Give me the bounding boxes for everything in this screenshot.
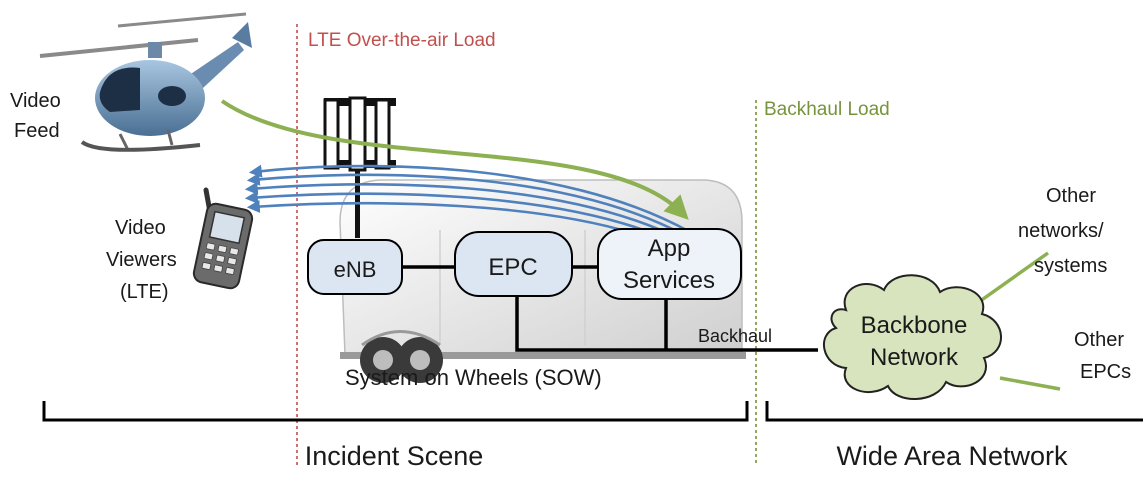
app-services-label-line1: App [648, 235, 691, 262]
epc-node [454, 231, 573, 297]
viewers-label-line2: Viewers [106, 249, 177, 271]
other-networks-label-line3: systems [1034, 255, 1107, 277]
enb-node [307, 239, 403, 295]
wide-area-network-label: Wide Area Network [836, 441, 1068, 471]
backbone-label-line2: Network [870, 344, 959, 371]
other-epcs-label-line1: Other [1074, 329, 1124, 351]
other-networks-label-line1: Other [1046, 185, 1096, 207]
cell-phone-icon [192, 187, 254, 290]
video-feed-arrow [220, 99, 689, 220]
viewers-label-line1: Video [115, 217, 166, 239]
enb-label: eNB [334, 257, 377, 282]
node-links [402, 265, 818, 352]
other-networks-label-line2: networks/ [1018, 220, 1104, 242]
video-feed-label-line1: Video [10, 90, 61, 112]
cloud-icon [823, 274, 1002, 400]
antenna-tower-icon [323, 96, 396, 238]
backhaul-link-label: Backhaul [698, 326, 772, 346]
helicopter-icon [39, 12, 252, 152]
trailer-caption: System on Wheels (SOW) [345, 365, 602, 390]
app-services-label-line2: Services [623, 267, 715, 294]
other-networks-link [974, 251, 1050, 306]
other-epcs-link [999, 376, 1061, 391]
wide-area-network-bracket [765, 401, 1143, 422]
video-feed-label-line2: Feed [14, 120, 60, 142]
backhaul-load-label: Backhaul Load [764, 99, 890, 120]
lte-load-label: LTE Over-the-air Load [308, 30, 496, 51]
incident-scene-bracket [42, 401, 749, 422]
epc-label: EPC [488, 254, 537, 281]
viewers-label-line3: (LTE) [120, 281, 169, 303]
app-services-node [597, 228, 742, 300]
other-epcs-label-line2: EPCs [1080, 361, 1131, 383]
downlink-video-arrows [244, 164, 691, 250]
backbone-label-line1: Backbone [861, 312, 968, 339]
incident-scene-label: Incident Scene [305, 441, 484, 471]
